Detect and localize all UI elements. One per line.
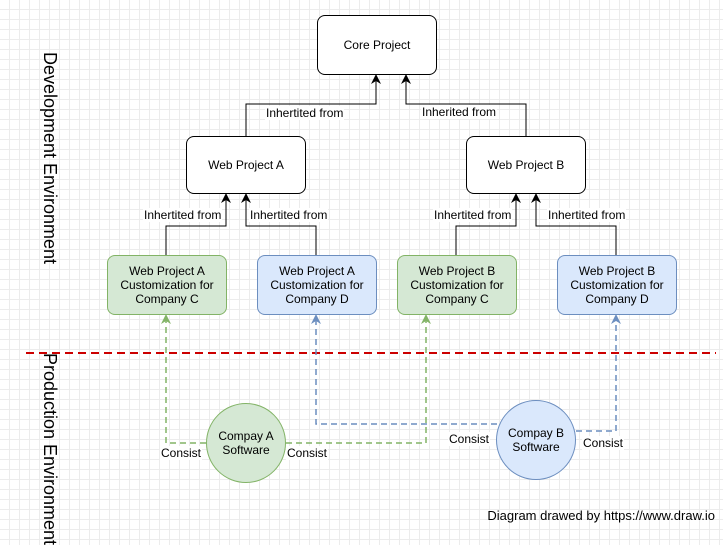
b-custom-d-node[interactable]: Web Project B Customization for Company … [557, 255, 677, 315]
production-environment-label: Production Environment [40, 352, 60, 545]
core-project-label: Core Project [343, 38, 411, 52]
b-custom-d-label: Web Project B Customization for Company … [570, 264, 664, 306]
web-project-b-node[interactable]: Web Project B [466, 136, 586, 194]
edge-label-inherited-ad-a: Inhertited from [249, 208, 329, 222]
web-project-b-label: Web Project B [487, 158, 565, 172]
edge-webproject-a-to-core [245, 74, 381, 136]
company-b-software-node[interactable]: Compay B Software [496, 400, 576, 480]
a-custom-c-label: Web Project A Customization for Company … [120, 264, 214, 306]
web-project-a-node[interactable]: Web Project A [186, 136, 306, 194]
company-a-software-node[interactable]: Compay A Software [206, 403, 286, 483]
footer-credit: Diagram drawed by https://www.draw.io [487, 508, 715, 523]
edge-webproject-b-to-core [401, 74, 527, 136]
edge-label-consist-a-right: Consist [286, 446, 329, 460]
edge-label-inherited-ac-a: Inhertited from [143, 208, 223, 222]
edge-label-inherited-a-core: Inhertited from [265, 106, 345, 120]
a-custom-d-node[interactable]: Web Project A Customization for Company … [257, 255, 377, 315]
edge-b-custom-d-to-webproject-b [531, 193, 617, 255]
edge-company-b-to-a-custom-d [311, 314, 497, 425]
company-a-software-label: Compay A Software [218, 429, 274, 457]
connectors-layer [26, 74, 716, 444]
development-environment-label: Development Environment [40, 51, 60, 265]
company-b-software-label: Compay B Software [507, 426, 565, 454]
edge-label-inherited-b-core: Inherited from [421, 105, 498, 119]
edge-label-inherited-bd-b: Inhertited from [547, 208, 627, 222]
edge-a-custom-c-to-webproject-a [165, 193, 231, 255]
edge-label-consist-b-left: Consist [448, 432, 491, 446]
core-project-node[interactable]: Core Project [317, 15, 437, 75]
edge-label-consist-b-right: Consist [582, 436, 625, 450]
edge-company-a-to-b-custom-c [286, 314, 431, 444]
web-project-a-label: Web Project A [208, 158, 284, 172]
edge-label-inherited-bc-b: Inhertited from [433, 208, 513, 222]
a-custom-c-node[interactable]: Web Project A Customization for Company … [107, 255, 227, 315]
edge-b-custom-c-to-webproject-b [455, 193, 521, 255]
edge-company-b-to-b-custom-d [576, 314, 621, 432]
a-custom-d-label: Web Project A Customization for Company … [270, 264, 364, 306]
b-custom-c-label: Web Project B Customization for Company … [410, 264, 504, 306]
b-custom-c-node[interactable]: Web Project B Customization for Company … [397, 255, 517, 315]
edge-a-custom-d-to-webproject-a [241, 193, 317, 255]
edge-company-a-to-a-custom-c [161, 314, 206, 444]
edge-label-consist-a-left: Consist [160, 446, 203, 460]
